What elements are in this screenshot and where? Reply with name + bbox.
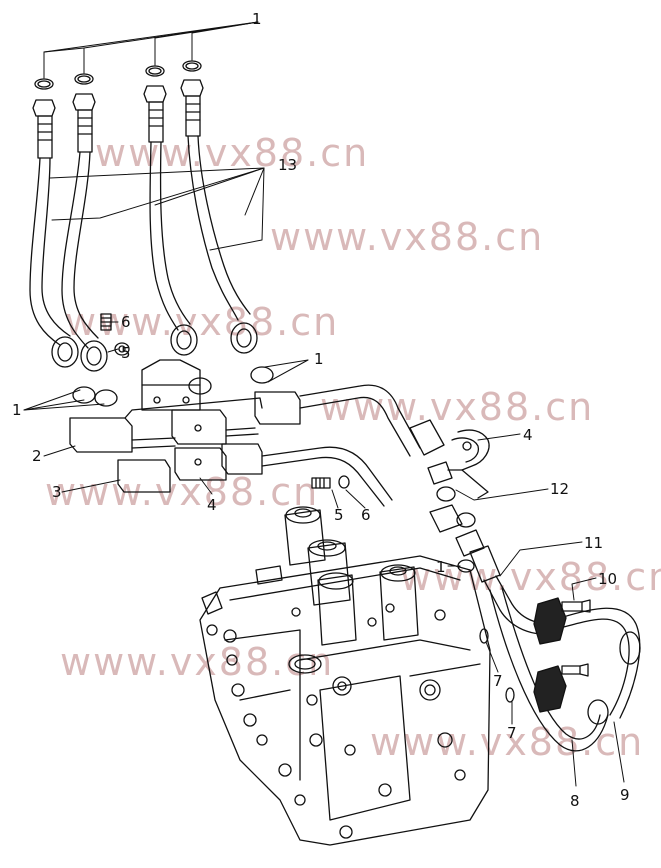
hoses: [29, 135, 251, 349]
callout-3: 3: [52, 483, 62, 501]
pipe-clamp: [447, 429, 490, 499]
watermark-7: www.vx88.cn: [60, 640, 334, 684]
o-rings-7: [479, 628, 515, 703]
callout-2: 2: [32, 447, 42, 465]
top-o-rings: [34, 60, 202, 90]
callout-1-left: 1: [12, 401, 22, 419]
callout-numbers: 1 13 6 5 1 1 2 3 4 4 5 6 12 1 11 10 7 7 …: [12, 10, 630, 810]
watermark-5: www.vx88.cn: [45, 470, 319, 514]
callout-7-upper: 7: [493, 672, 503, 690]
control-valve-body: [199, 506, 491, 846]
steel-pipe: [261, 384, 445, 507]
hose-fittings-top: [32, 79, 204, 159]
screw-and-washer-middle: [311, 475, 350, 489]
callout-7-lower: 7: [507, 724, 517, 742]
leader-lines: [23, 21, 625, 787]
callout-12: 12: [550, 480, 569, 498]
watermark-8: www.vx88.cn: [370, 720, 644, 764]
watermarks: www.vx88.cn www.vx88.cn www.vx88.cn www.…: [45, 131, 661, 764]
callout-5-middle: 5: [334, 506, 344, 524]
callout-10: 10: [598, 570, 617, 588]
callout-6-middle: 6: [361, 506, 371, 524]
watermark-4: www.vx88.cn: [320, 385, 594, 429]
callout-11: 11: [584, 534, 603, 552]
watermark-2: www.vx88.cn: [270, 215, 544, 259]
callout-1-right: 1: [314, 350, 324, 368]
watermark-1: www.vx88.cn: [95, 131, 369, 175]
callout-6-upper: 6: [121, 313, 131, 331]
callout-4-lower: 4: [207, 496, 217, 514]
callout-5-upper: 5: [121, 344, 131, 362]
hose-fittings-bottom: [51, 322, 258, 372]
flange-fittings: [533, 597, 591, 713]
callout-8: 8: [570, 792, 580, 810]
clamp-bracket: [141, 359, 201, 411]
adapters: [427, 461, 501, 583]
callout-13: 13: [278, 156, 297, 174]
callout-1-top: 1: [252, 10, 262, 28]
callout-9: 9: [620, 786, 630, 804]
callout-1-lower: 1: [436, 558, 446, 576]
manifold-block: [69, 391, 301, 493]
callout-4-right: 4: [523, 426, 533, 444]
